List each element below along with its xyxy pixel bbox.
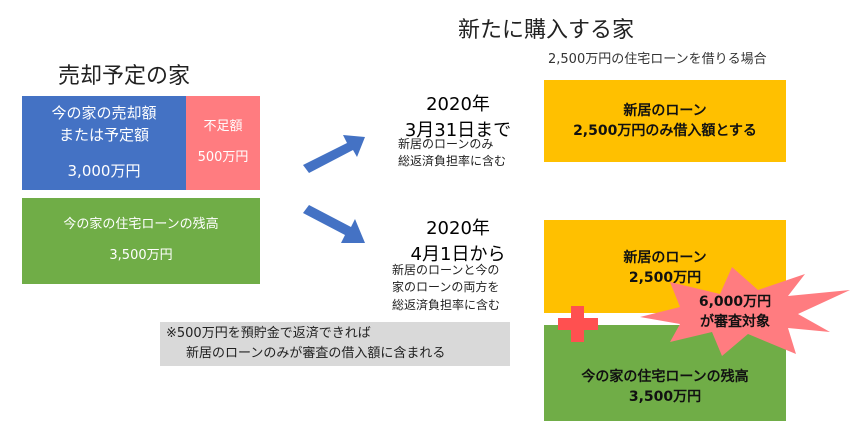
case2-note: 新居のローンと今の 家のローンの両方を 総返済負担率に含む [392, 262, 500, 314]
note-line-2: 新居のローンのみが審査の借入額に含まれる [186, 345, 446, 361]
shortfall-label: 不足額 [203, 119, 243, 135]
shortfall-box: 不足額 500万円 [186, 96, 260, 190]
sale-label: 今の家の売却額 [51, 104, 157, 123]
sale-value: 3,000万円 [67, 161, 141, 180]
case1-note-2: 総返済負担率に含む [398, 153, 507, 168]
case1-loan-box: 新居のローン 2,500万円のみ借入額とする [544, 80, 786, 162]
arrow-down-right-icon [303, 205, 365, 243]
note-line-1: ※500万円を預貯金で返済できれば [166, 326, 371, 341]
case2-year: 2020年 [426, 218, 490, 239]
right-title: 新たに購入する家 [458, 18, 635, 43]
arrows [303, 135, 365, 243]
starburst-shape [640, 267, 850, 356]
case1-loan-value: 2,500万円のみ借入額とする [573, 123, 757, 139]
case1-date: 2020年 3月31日まで [398, 90, 518, 142]
note-box: ※500万円を預貯金で返済できれば 新居のローンのみが審査の借入額に含まれる [160, 322, 510, 366]
case1-day: 3月31日まで [404, 120, 512, 141]
case2-day: 4月1日から [410, 244, 506, 265]
plus-icon [558, 306, 598, 342]
case1-note-1: 新居のローンのみ [398, 137, 494, 151]
sale-amount-box: 今の家の売却額 または予定額 3,000万円 [22, 96, 186, 190]
case2-note-3: 総返済負担率に含む [392, 297, 501, 312]
old-loan-box: 今の家の住宅ローンの残高 3,500万円 [544, 325, 786, 421]
burst-label: が審査対象 [700, 314, 770, 331]
current-loan-label: 今の家の住宅ローンの残高 [63, 217, 219, 233]
case2-note-1: 新居のローンと今の [392, 263, 500, 277]
burst-text: 6,000万円 が審査対象 [680, 292, 790, 333]
case1-loan-label: 新居のローン [623, 102, 707, 119]
new-loan-value: 2,500万円 [628, 270, 702, 287]
sale-label-2: または予定額 [58, 126, 149, 145]
old-loan-value: 3,500万円 [628, 389, 702, 405]
current-loan-value: 3,500万円 [109, 248, 173, 263]
right-subtitle: 2,500万円の住宅ローンを借りる場合 [548, 52, 767, 67]
current-loan-box: 今の家の住宅ローンの残高 3,500万円 [22, 198, 260, 284]
burst-amount: 6,000万円 [698, 294, 772, 310]
left-title: 売却予定の家 [58, 64, 191, 89]
arrow-up-right-icon [303, 135, 365, 173]
case2-date: 2020年 4月1日から [398, 214, 518, 266]
old-loan-label: 今の家の住宅ローンの残高 [581, 368, 749, 385]
shortfall-value: 500万円 [197, 150, 249, 165]
case1-note: 新居のローンのみ 総返済負担率に含む [398, 136, 506, 170]
case1-year: 2020年 [426, 94, 490, 115]
new-loan-label: 新居のローン [623, 250, 707, 266]
case2-note-2: 家のローンの両方を [392, 280, 500, 295]
